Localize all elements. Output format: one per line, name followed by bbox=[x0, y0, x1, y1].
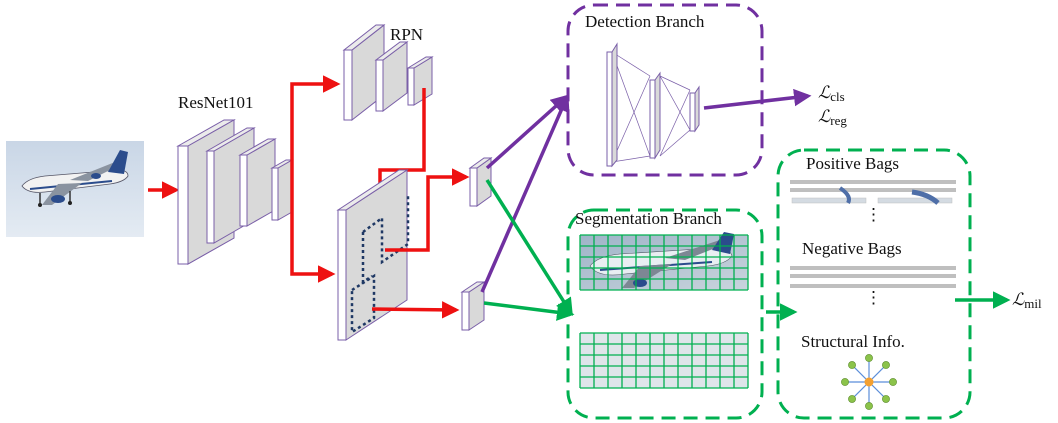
loss-reg: ℒreg bbox=[818, 107, 847, 128]
green-arrows-to-segmentation bbox=[483, 179, 575, 321]
ellipsis-negative: ⋮ bbox=[865, 288, 882, 307]
loss-mil-symbol: ℒ bbox=[1012, 290, 1025, 309]
graph-node bbox=[841, 378, 849, 386]
negative-bags-label: Negative Bags bbox=[802, 239, 902, 258]
graph-node bbox=[889, 378, 897, 386]
graph-node bbox=[865, 354, 873, 362]
segmentation-grid-lines bbox=[579, 234, 749, 389]
positive-bags-label: Positive Bags bbox=[806, 154, 899, 173]
detection-branch-label: Detection Branch bbox=[585, 12, 705, 31]
graph-node bbox=[865, 402, 873, 410]
arrow-detection-to-losses bbox=[703, 88, 812, 110]
graph-node bbox=[848, 361, 856, 369]
pooled-roi-features bbox=[460, 157, 493, 331]
roi-pooling-arrows bbox=[371, 168, 470, 319]
loss-reg-sub: reg bbox=[830, 113, 847, 128]
structural-info-label: Structural Info. bbox=[801, 332, 905, 351]
segmentation-branch-box bbox=[566, 208, 764, 420]
detection-fc-layers bbox=[606, 42, 700, 168]
resnet101-backbone bbox=[176, 119, 294, 265]
detection-branch-box bbox=[566, 3, 764, 177]
loss-reg-symbol: ℒ bbox=[818, 107, 831, 126]
ellipsis-positive: ⋮ bbox=[865, 205, 882, 224]
loss-cls-sub: cls bbox=[830, 89, 844, 104]
rpn-block bbox=[342, 23, 434, 122]
loss-cls-symbol: ℒ bbox=[818, 83, 831, 102]
graph-node bbox=[882, 361, 890, 369]
segmentation-branch-label: Segmentation Branch bbox=[575, 209, 722, 228]
negative-bags-lines bbox=[790, 266, 956, 288]
loss-mil-sub: mil bbox=[1024, 296, 1042, 311]
purple-arrows-to-detection bbox=[480, 93, 570, 293]
graph-node bbox=[882, 395, 890, 403]
roi-feature-map bbox=[336, 169, 410, 341]
positive-bags-lines bbox=[790, 180, 956, 205]
mil-bags-box bbox=[776, 148, 972, 420]
input-airplane-image bbox=[6, 141, 144, 237]
resnet101-label: ResNet101 bbox=[178, 93, 254, 112]
graph-node bbox=[848, 395, 856, 403]
rpn-label: RPN bbox=[390, 25, 423, 44]
graph-center-node bbox=[864, 377, 874, 387]
structural-star-graph bbox=[841, 354, 897, 410]
loss-mil: ℒmil bbox=[1012, 290, 1042, 311]
loss-cls: ℒcls bbox=[818, 83, 845, 104]
